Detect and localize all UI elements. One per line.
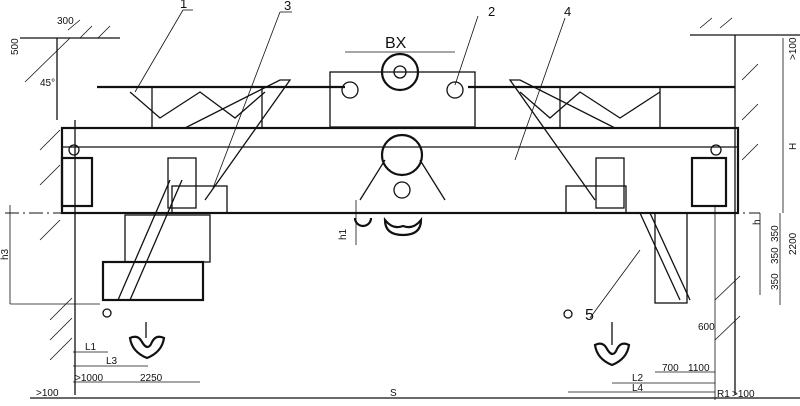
operator-cab [101,179,691,304]
dim-bx: BX [385,35,407,52]
dim-L1: L1 [85,342,97,353]
dim-L3: L3 [106,356,118,367]
conductor-supports [97,85,735,128]
dim-top-right-clear: >100 [788,37,799,60]
dim-2250: 2250 [140,373,163,384]
dim-350-c: 350 [770,273,781,290]
part-label-3: 3 [284,0,291,13]
dim-h1: h1 [338,228,349,240]
dim-angle: 45° [40,78,55,89]
dim-1000: >1000 [75,373,104,384]
end-carriages [60,144,728,214]
hook-limit-left [128,335,166,360]
dim-500: 500 [10,38,21,55]
dim-S: S [390,388,397,399]
dim-L2: L2 [632,373,644,384]
part-label-1: 1 [180,0,187,11]
dim-right-clear: >100 [732,389,755,400]
left-building-wall [20,19,120,395]
dim-R1: R1 [717,389,730,400]
dim-1100: 1100 [688,363,710,374]
part-label-5: 5 [585,307,594,324]
dimension-lines [9,38,800,400]
dim-700: 700 [662,363,679,374]
dim-350-a: 350 [770,225,781,242]
hook-limit-right [593,342,631,367]
dim-h: h [752,219,763,225]
dim-L4: L4 [632,383,644,394]
dim-600: 600 [698,322,715,333]
dim-h3: h3 [0,248,11,260]
part-label-2: 2 [488,4,495,19]
dim-300: 300 [57,16,74,27]
part-label-4: 4 [564,4,571,19]
dim-H: H [788,143,799,150]
leader-lines [134,9,641,319]
dim-350-b: 350 [770,247,781,264]
right-building-wall [690,17,800,395]
dim-left-clear: >100 [36,388,59,399]
trolley [329,52,476,237]
bridge-girder [5,79,760,215]
dim-2200: 2200 [788,232,799,255]
